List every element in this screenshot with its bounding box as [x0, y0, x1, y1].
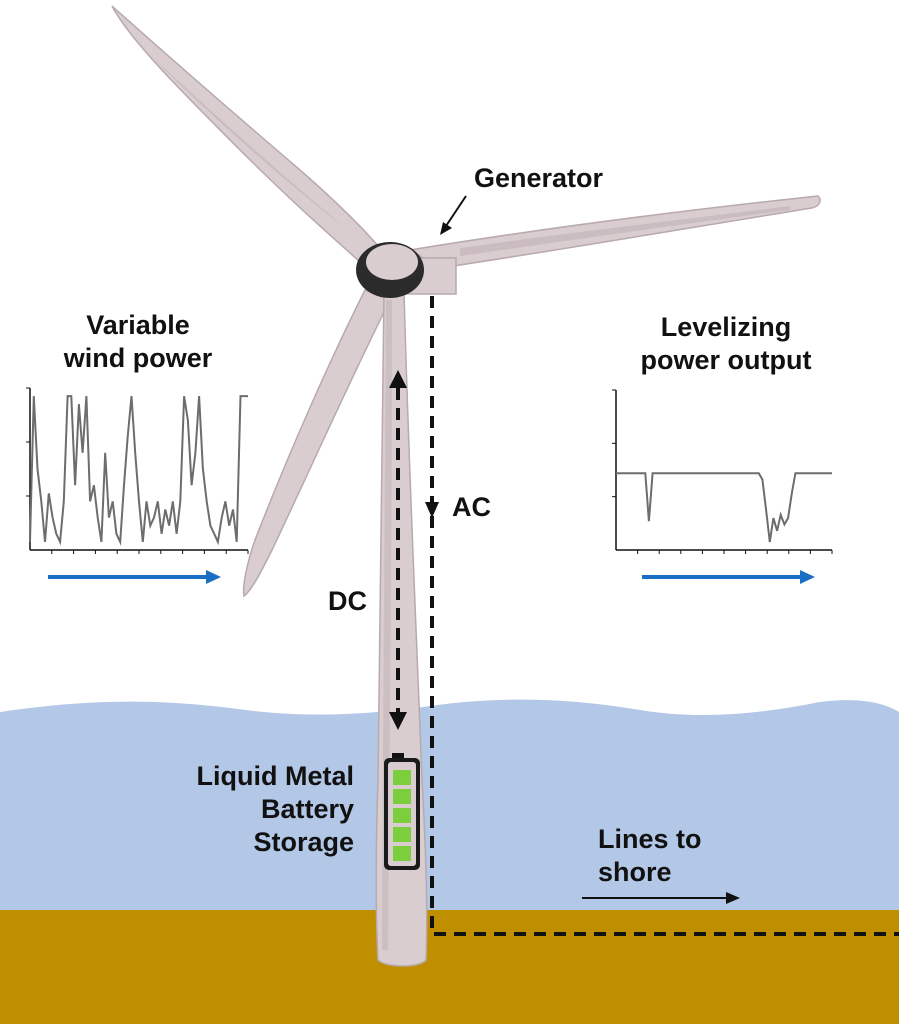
variable-wind-power-line-1: Variable	[86, 310, 190, 340]
dc-label: DC	[328, 586, 367, 616]
dc-arrowhead-bottom	[389, 712, 407, 730]
battery-storage-label: Liquid Metal Battery Storage	[150, 760, 355, 859]
lines-to-shore-line-1: Lines to	[598, 824, 702, 854]
sea	[0, 699, 899, 912]
levelizing-line-1: Levelizing	[660, 312, 792, 342]
lines-to-shore-label: Lines to shore	[598, 823, 702, 889]
battery-cell	[393, 770, 411, 785]
blade-lower-left	[242, 289, 392, 598]
variable-wind-power-chart	[26, 387, 249, 554]
lines-to-shore-line-2: shore	[598, 857, 672, 887]
levelizing-power-output-line	[616, 472, 832, 543]
ac-label: AC	[452, 492, 491, 522]
seabed	[0, 910, 899, 1024]
battery-cell	[393, 808, 411, 823]
levelizing-line-2: power output	[640, 345, 812, 375]
variable-wind-power-line-2: wind power	[63, 343, 213, 373]
battery-label-line-1: Liquid Metal	[196, 761, 355, 791]
turbine-blades	[111, 5, 821, 598]
battery-cell	[393, 827, 411, 842]
generator-label: Generator	[474, 163, 604, 193]
dc-arrowhead-top	[389, 370, 407, 388]
battery-label-line-2: Battery	[260, 794, 354, 824]
blade-upper-left	[111, 5, 390, 263]
ac-arrowhead	[425, 502, 439, 518]
levelizing-power-output-label: Levelizing power output	[616, 311, 836, 377]
generator-pointer	[445, 195, 467, 227]
battery-icon	[384, 753, 420, 870]
ac-cable	[430, 296, 899, 936]
levelizing-power-output-chart	[612, 389, 833, 554]
battery-cell	[393, 789, 411, 804]
variable-wind-power-line	[29, 395, 248, 546]
battery-cell	[393, 846, 411, 861]
variable-wind-power-label: Variable wind power	[40, 309, 236, 375]
battery-label-line-3: Storage	[253, 827, 354, 857]
